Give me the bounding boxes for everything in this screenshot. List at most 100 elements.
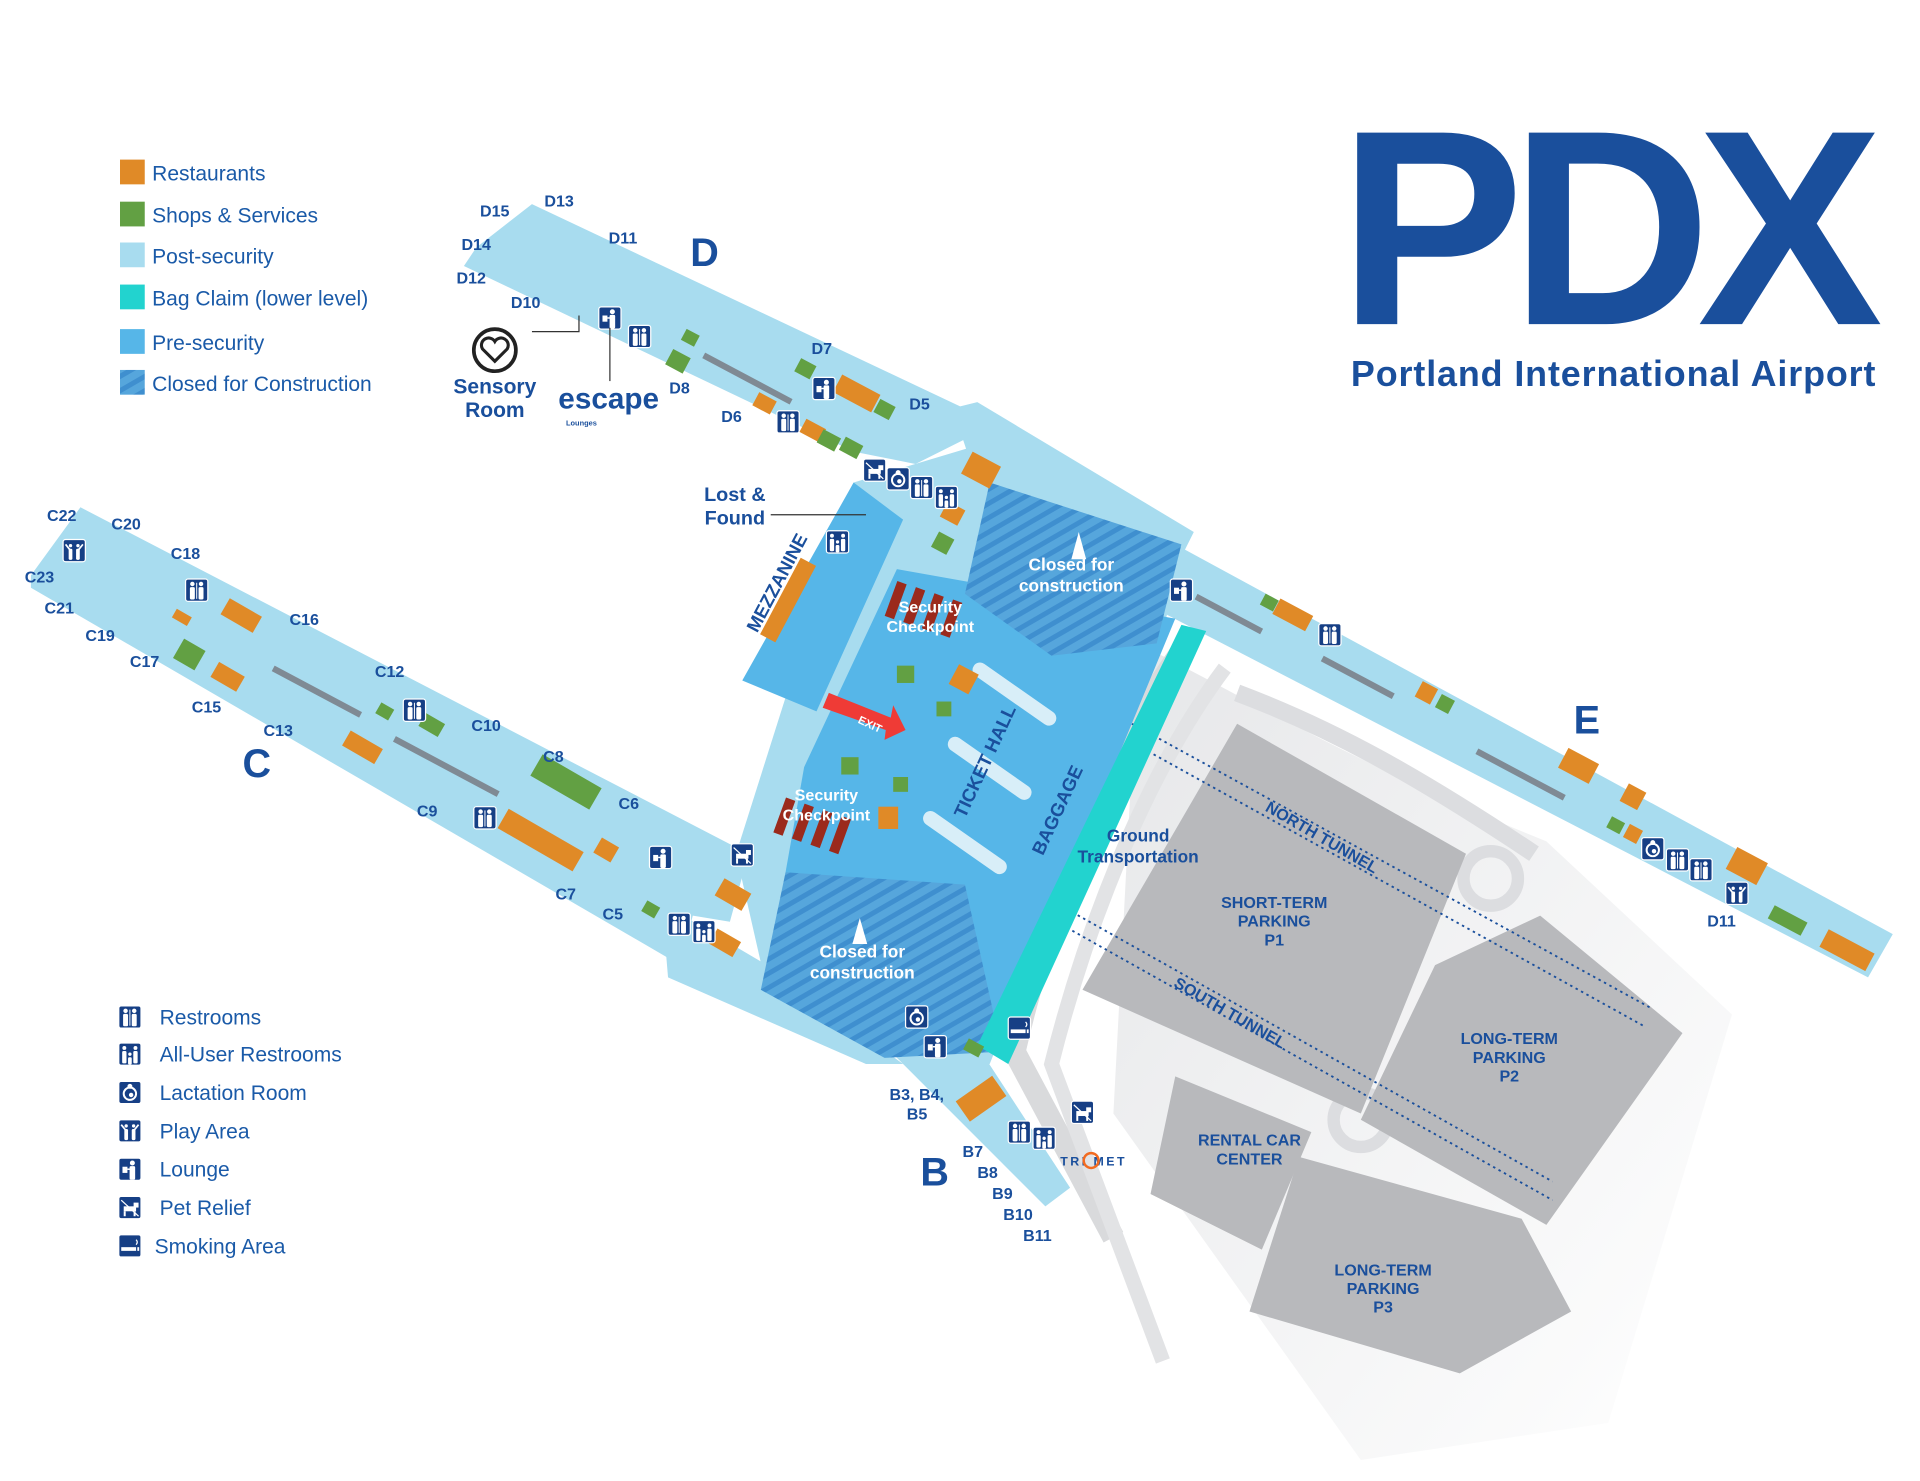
gate-label: C10 — [471, 717, 501, 735]
p1-label: P1 — [1264, 931, 1284, 949]
play-area-icon — [62, 538, 86, 563]
all-user-restroom-icon — [934, 485, 959, 510]
all-user-restroom-icon — [1032, 1126, 1056, 1151]
restaurant-block — [1619, 783, 1647, 811]
gate-label: B5 — [907, 1106, 928, 1124]
gate-label: B10 — [1003, 1206, 1033, 1224]
p2-label: LONG-TERM — [1461, 1030, 1558, 1048]
restaurant-block — [1622, 823, 1644, 844]
lost-found-label: Lost & — [704, 484, 766, 506]
restroom-icon — [1318, 622, 1342, 647]
p3-label: PARKING — [1347, 1280, 1420, 1298]
cone-icon — [1071, 532, 1087, 560]
closed-2-label: construction — [810, 963, 915, 983]
sensory-room-icon — [471, 327, 518, 374]
ground-label: Transportation — [1078, 846, 1199, 866]
restroom-icon — [909, 475, 934, 500]
gate-label: D12 — [456, 269, 486, 287]
closed-1-label: Closed for — [1029, 554, 1115, 574]
pre-security-areas — [742, 482, 1207, 1065]
shop-block — [893, 776, 909, 792]
shop-block — [873, 398, 896, 421]
concourse-c — [30, 507, 749, 966]
gate-label: C22 — [47, 507, 77, 525]
restroom-icon — [402, 698, 427, 722]
shop-block — [172, 638, 206, 671]
security-1-label: Security — [899, 598, 963, 616]
p3-label: P3 — [1373, 1299, 1393, 1317]
mezzanine-area — [742, 482, 904, 712]
pet-relief-icon — [118, 1195, 142, 1220]
restaurant-block — [752, 392, 777, 415]
restroom-icon — [627, 324, 652, 349]
p1-label: SHORT-TERM — [1221, 894, 1327, 912]
restaurant-block — [948, 664, 979, 695]
gate-label: B7 — [962, 1143, 983, 1161]
gate-label: D5 — [909, 396, 930, 414]
gate-label: D10 — [511, 294, 541, 312]
baggage-claim — [977, 624, 1207, 1065]
restaurant-block — [799, 418, 827, 443]
lactation-icon — [886, 467, 910, 491]
gate-label: C15 — [192, 699, 222, 717]
legend-label: Pre-security — [152, 332, 265, 355]
gate-label: B11 — [1023, 1227, 1052, 1245]
gate-label: C21 — [45, 600, 75, 618]
escape-logo: escape — [558, 382, 659, 415]
rental-car-center — [1150, 1076, 1312, 1250]
moving-walkway — [392, 736, 500, 797]
play-area-icon — [118, 1119, 142, 1143]
restroom-icon — [184, 578, 209, 602]
security-2-label: Checkpoint — [783, 806, 871, 824]
icon-legend-label: Smoking Area — [155, 1235, 286, 1258]
shop-block — [680, 328, 700, 347]
gate-label: C6 — [619, 795, 640, 813]
concourse-letter: C — [242, 742, 271, 786]
smoking-icon — [1007, 1016, 1032, 1040]
smoking-icon — [118, 1234, 142, 1258]
legend-label: Shops & Services — [152, 205, 318, 228]
shop-block — [816, 429, 842, 452]
security-2-label: Security — [795, 787, 859, 805]
shop-and-restaurant-blocks — [171, 328, 1875, 1122]
icon-legend-label: Pet Relief — [160, 1197, 251, 1220]
rental-label: RENTAL CAR — [1198, 1132, 1301, 1150]
gate-label: D13 — [544, 193, 574, 211]
shop-block — [1767, 905, 1808, 936]
restroom-icon — [1007, 1120, 1032, 1144]
gate-label: C20 — [111, 516, 141, 534]
moving-walkway — [1475, 748, 1566, 801]
gate-label: C16 — [289, 611, 319, 629]
shop-block — [641, 900, 661, 919]
restroom-icon — [667, 912, 691, 936]
concourse-letter: D — [690, 231, 719, 275]
restaurant-block — [1558, 747, 1600, 784]
lounge-icon — [812, 376, 836, 401]
restaurant-block — [593, 837, 620, 863]
parking-p2 — [1360, 915, 1683, 1225]
icon-legend-label: Lactation Room — [160, 1082, 307, 1105]
rental-label: CENTER — [1216, 1150, 1282, 1168]
legend-swatch — [120, 369, 145, 395]
sensory-room-label: Room — [465, 399, 525, 422]
restaurant-block — [878, 806, 899, 829]
lounge-icon — [118, 1157, 142, 1181]
restaurant-block — [955, 1075, 1007, 1122]
restaurant-block — [171, 608, 192, 627]
shop-block — [1259, 593, 1279, 612]
lactation-icon — [904, 1005, 929, 1029]
parking-p1 — [1082, 723, 1466, 1114]
lactation-icon — [118, 1080, 142, 1105]
gate-label: D6 — [721, 408, 742, 426]
exit-arrow — [822, 692, 906, 740]
concourse-letter: E — [1574, 699, 1600, 743]
legend-label: Closed for Construction — [152, 373, 372, 396]
restaurant-block — [961, 451, 1002, 489]
shop-block — [841, 757, 859, 775]
legend-swatch — [120, 284, 145, 310]
ground-label: Ground — [1107, 825, 1170, 845]
icon-legend-label: Play Area — [160, 1120, 250, 1143]
lounge-icon — [598, 306, 622, 330]
moving-walkway — [1194, 593, 1264, 635]
